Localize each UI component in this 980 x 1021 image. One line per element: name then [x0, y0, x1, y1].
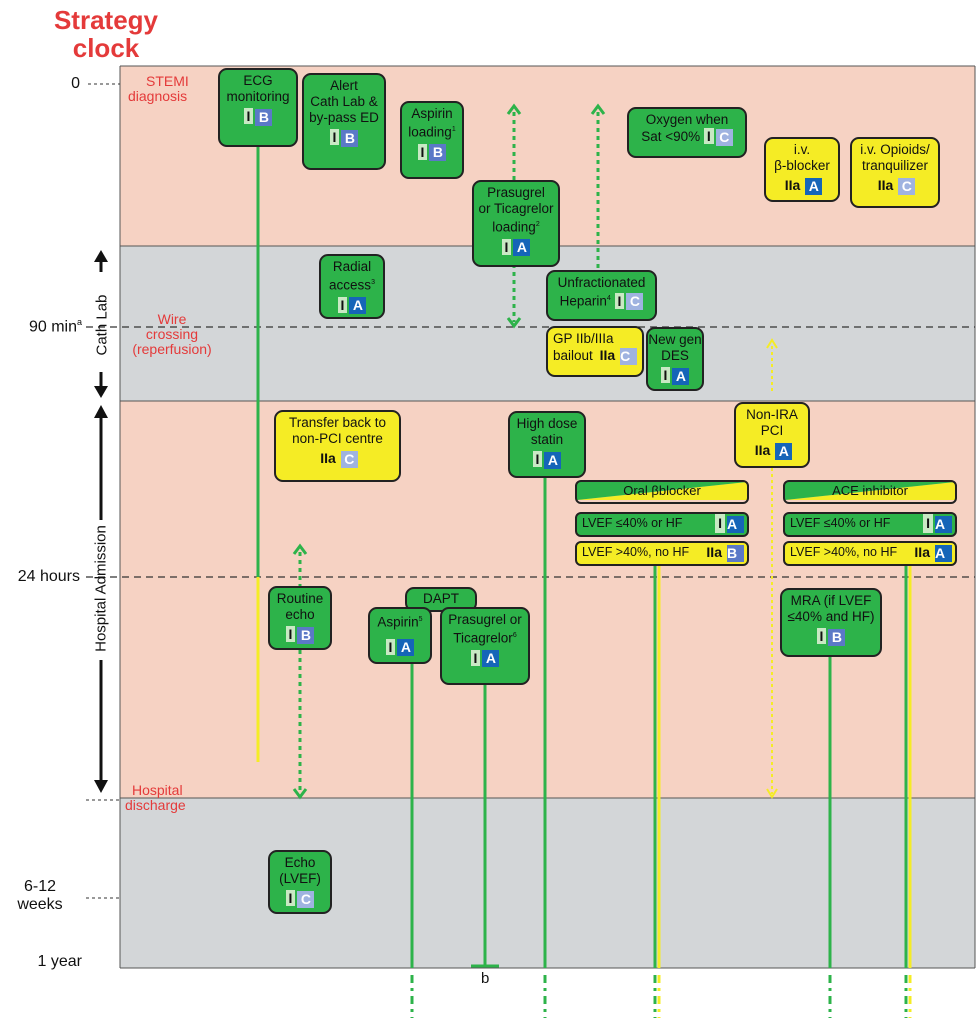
band-post-discharge: [120, 798, 975, 968]
phase-label-cath-lab: Cath Lab: [93, 294, 111, 356]
diagram-title: Strategy clock: [53, 5, 159, 63]
footnote-b: b: [481, 970, 490, 987]
time-label-24h: 24 hours: [17, 568, 80, 585]
ace-inhibitor-header: ACE inhibitor: [783, 480, 957, 504]
time-label-90min: 90 mina: [28, 317, 82, 336]
time-label-1-year: 1 year: [37, 953, 82, 970]
oral-beta-blocker-header: Oral βblocker: [575, 480, 749, 504]
time-label-0: 0: [71, 75, 80, 92]
phase-label-hospital-admission: Hospital Admission: [92, 525, 110, 652]
